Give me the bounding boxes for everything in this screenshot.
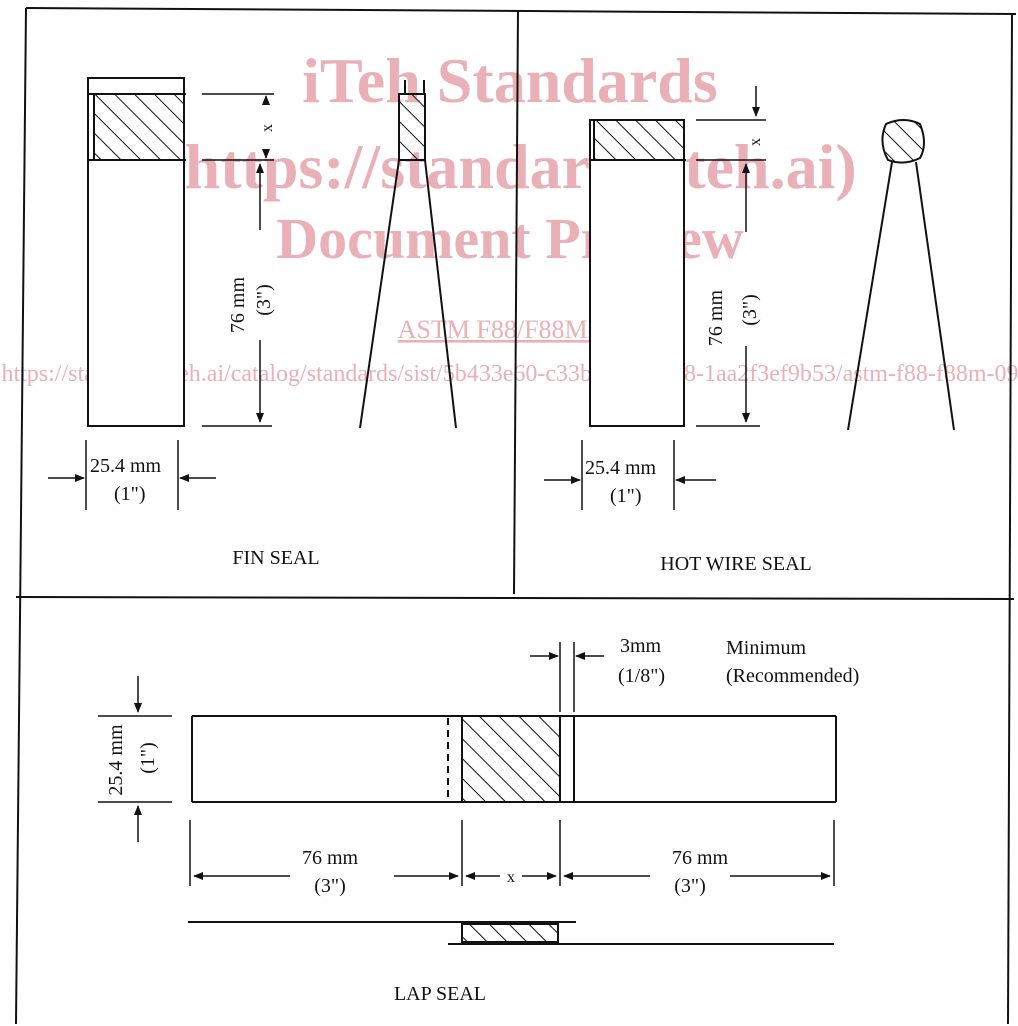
fin-seal-width-dimension: [48, 440, 216, 510]
hot-wire-seal-width-dimension: [544, 440, 716, 510]
hot-wire-seal-panel: x 76 mm (3") 25.4 mm (1") HOT WIRE SEAL: [544, 86, 955, 575]
lap-seal-left-mm: 76 mm: [302, 847, 359, 869]
fin-seal-strip: [87, 77, 186, 427]
lap-seal-gap-note2: (Recommended): [726, 665, 859, 687]
hot-wire-seal-length-mm: 76 mm: [705, 290, 727, 347]
fin-seal-length-mm: 76 mm: [227, 277, 249, 334]
lap-seal-height-in: (1"): [137, 742, 159, 773]
hot-wire-seal-length-in: (3"): [739, 294, 761, 325]
figure-frame: [15, 7, 1017, 1025]
lap-seal-label: LAP SEAL: [394, 983, 486, 1005]
lap-seal-left-in: (3"): [314, 875, 345, 897]
watermark-line2: (https://standards.iteh.ai): [163, 131, 856, 202]
lap-seal-gap-in: (1/8"): [618, 665, 665, 687]
lap-seal-right-mm: 76 mm: [672, 847, 729, 869]
hot-wire-seal-profile: [847, 119, 955, 431]
fin-seal-length-dimension: [202, 163, 272, 427]
lap-seal-right-in: (3"): [674, 875, 705, 897]
fin-seal-width-mm: 25.4 mm: [90, 455, 162, 477]
hot-wire-seal-label: HOT WIRE SEAL: [660, 553, 811, 575]
lap-seal-gap-note1: Minimum: [726, 637, 806, 659]
fin-seal-label: FIN SEAL: [232, 547, 319, 569]
hot-wire-seal-width-mm: 25.4 mm: [585, 457, 657, 479]
lap-seal-panel: 3mm (1/8") Minimum (Recommended) 25.4 mm…: [98, 635, 859, 1005]
lap-seal-gap-dimension: [530, 642, 604, 712]
lap-seal-height-mm: 25.4 mm: [105, 724, 127, 796]
hot-wire-seal-x-label: x: [747, 138, 764, 146]
fin-seal-x-dimension: [202, 93, 274, 161]
lap-seal-height-dimension: [98, 676, 172, 842]
fin-seal-length-in: (3"): [253, 284, 275, 315]
fin-seal-panel: x 76 mm (3") 25.4 mm (1") FIN SEAL: [48, 77, 457, 569]
hot-wire-seal-strip: [589, 119, 686, 427]
watermark-doc-link[interactable]: ASTM F88/F88M-09: [398, 315, 623, 344]
hot-wire-seal-length-dimension: [696, 163, 760, 427]
lap-seal-strip: [191, 715, 837, 803]
lap-seal-gap-mm: 3mm: [620, 635, 662, 657]
hot-wire-seal-x-dimension: [696, 86, 766, 161]
fin-seal-x-label: x: [259, 124, 276, 132]
lap-seal-x-label: x: [507, 869, 515, 886]
lap-seal-length-dimensions: [189, 820, 835, 886]
watermark-line1: iTeh Standards: [302, 45, 718, 116]
hot-wire-seal-width-in: (1"): [610, 485, 641, 507]
lap-seal-profile: [188, 921, 834, 945]
fin-seal-profile: [359, 80, 457, 429]
fin-seal-width-in: (1"): [114, 483, 145, 505]
